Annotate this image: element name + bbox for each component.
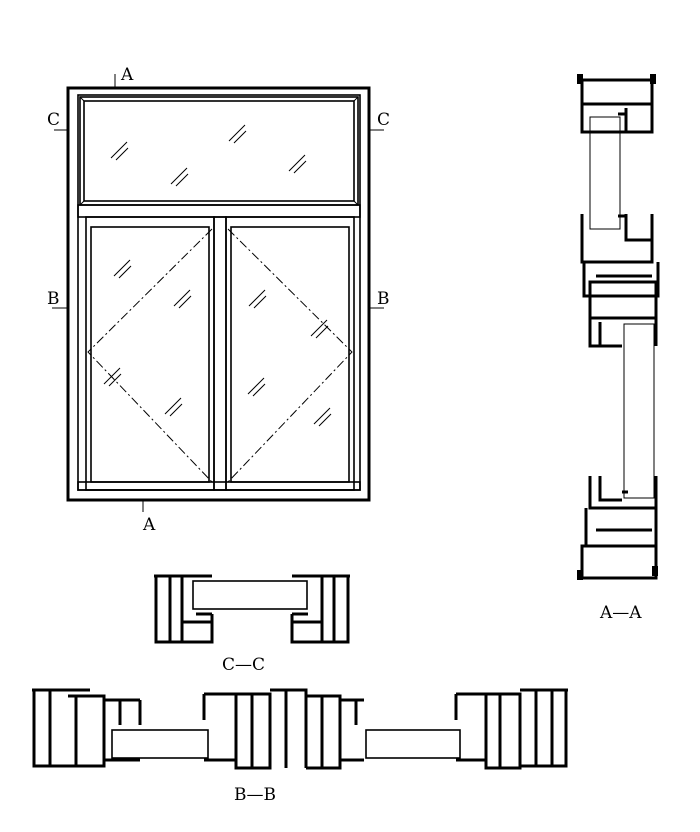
right-opening-indicator	[227, 228, 353, 483]
section-a-a: A—A	[577, 74, 660, 623]
section-mark-a-bottom: A	[142, 515, 156, 535]
section-mark-c-right: C	[377, 110, 390, 130]
right-glass	[230, 226, 350, 483]
section-b-b: B—B	[32, 688, 568, 805]
upper-glass	[83, 100, 355, 202]
glass-pane	[111, 729, 209, 759]
section-c-c-label: C—C	[222, 655, 265, 675]
glass-hatch-marks	[103, 124, 332, 427]
inner-frame	[77, 94, 361, 491]
section-mark-a-top: A	[120, 65, 134, 85]
glass-pane	[623, 323, 655, 499]
section-mark-c-left: C	[47, 110, 60, 130]
mullion	[213, 216, 227, 491]
section-c-c: C—C	[154, 574, 350, 675]
glass-pane	[365, 729, 461, 759]
section-b-b-label: B—B	[234, 785, 276, 805]
outer-frame	[66, 86, 371, 502]
left-sash	[85, 216, 215, 491]
window-elevation: A A C C B B	[47, 65, 390, 535]
section-mark-b-right: B	[377, 289, 390, 309]
glass-pane	[589, 116, 621, 230]
left-glass	[90, 226, 210, 483]
glass-pane	[192, 580, 308, 610]
section-mark-b-left: B	[47, 289, 60, 309]
section-a-a-label: A—A	[599, 603, 642, 623]
right-sash	[225, 216, 355, 491]
upper-sash	[79, 96, 359, 206]
transom	[77, 204, 361, 218]
left-opening-indicator	[87, 228, 213, 483]
sill	[77, 481, 361, 491]
